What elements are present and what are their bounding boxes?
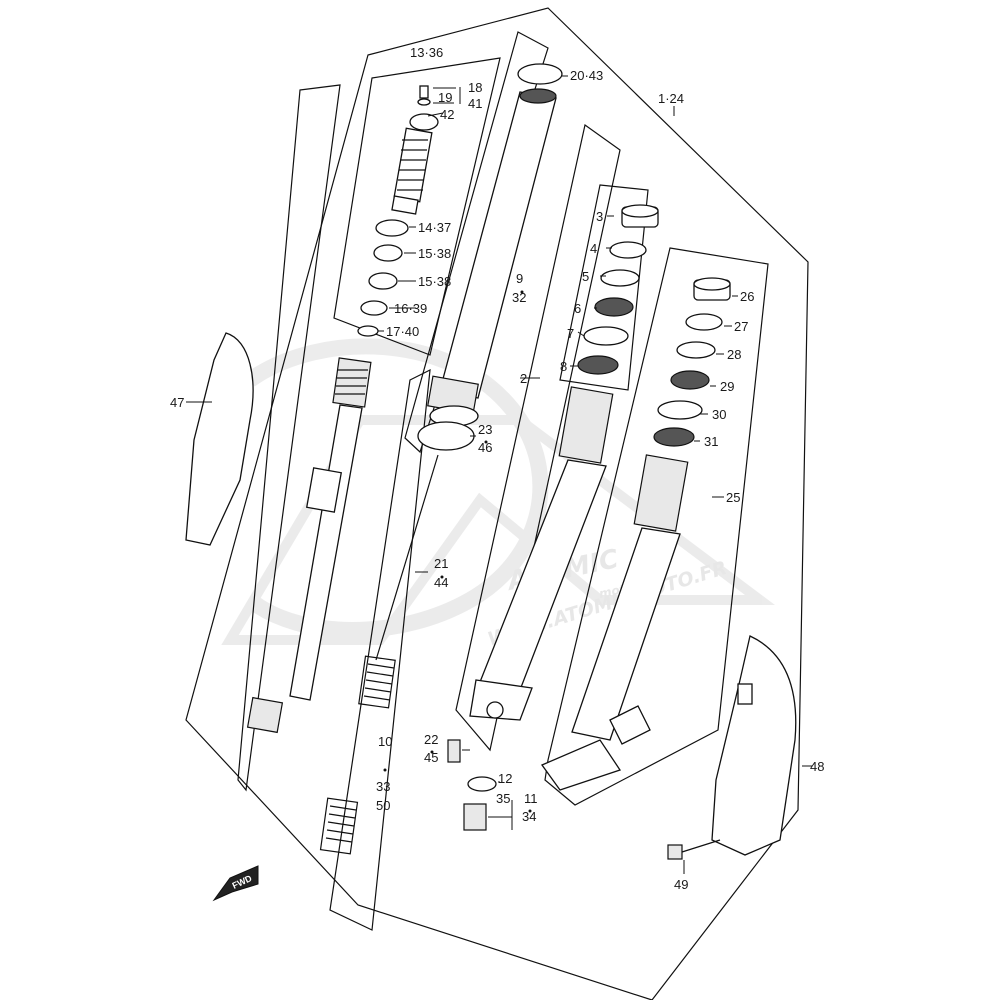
label-46: 46 <box>478 440 492 455</box>
inner-tube-outline <box>404 31 549 454</box>
fork-guard-part48 <box>711 635 797 856</box>
outer-tube-group-b-outline <box>544 247 769 806</box>
seal-set-b <box>653 277 731 447</box>
label-30: 30 <box>712 407 726 422</box>
label-7: 7 <box>567 326 574 341</box>
guard-clip <box>737 683 753 705</box>
label-28: 28 <box>727 347 741 362</box>
label-10: 10 <box>378 734 392 749</box>
label-21: 21 <box>434 556 448 571</box>
label-19: 19 <box>438 90 452 105</box>
label-42: 42 <box>440 107 454 122</box>
rod-column-outline <box>329 368 431 931</box>
assembly-outline <box>185 7 809 1000</box>
cap-assembly <box>357 85 439 337</box>
label-15-38b: 15·38 <box>418 274 451 289</box>
label-27: 27 <box>734 319 748 334</box>
fork-guard-part47 <box>185 332 254 546</box>
label-2: 2 <box>520 371 527 386</box>
label-8: 8 <box>560 359 567 374</box>
label-29: 29 <box>720 379 734 394</box>
fork-spring-upper <box>358 655 396 709</box>
outer-tube-part25 <box>540 454 689 791</box>
label-4: 4 <box>590 241 597 256</box>
label-25: 25 <box>726 490 740 505</box>
oring-part23 <box>417 421 475 451</box>
ring-part16 <box>360 300 388 316</box>
label-33: 33 <box>376 779 390 794</box>
bolt-part49 <box>667 844 683 860</box>
ring-part17 <box>357 325 379 337</box>
label-48: 48 <box>810 759 824 774</box>
label-45: 45 <box>424 750 438 765</box>
leader-lines <box>186 75 812 874</box>
label-47: 47 <box>170 395 184 410</box>
cap-base <box>391 195 419 215</box>
inner-tube-part9 <box>427 63 563 427</box>
washer-part12 <box>467 776 497 792</box>
part-labels: 13·36 18 19 41 42 14·37 15·38 15·38 16·3… <box>170 45 824 892</box>
label-31: 31 <box>704 434 718 449</box>
label-13-36: 13·36 <box>410 45 443 60</box>
label-12: 12 <box>498 771 512 786</box>
label-separators <box>383 290 532 813</box>
label-3: 3 <box>596 209 603 224</box>
dust-seal-part20 <box>517 63 563 85</box>
outer-tube-group-outline <box>455 123 621 752</box>
label-20-43: 20·43 <box>570 68 603 83</box>
label-23: 23 <box>478 422 492 437</box>
label-14-37: 14·37 <box>418 220 451 235</box>
label-34: 34 <box>522 809 536 824</box>
label-15-38a: 15·38 <box>418 246 451 261</box>
label-49: 49 <box>674 877 688 892</box>
label-6: 6 <box>574 301 581 316</box>
label-5: 5 <box>582 269 589 284</box>
label-18: 18 <box>468 80 482 95</box>
label-50: 50 <box>376 798 390 813</box>
seal-group-a-outline <box>559 184 649 391</box>
oring-part14 <box>375 219 409 237</box>
label-26: 26 <box>740 289 754 304</box>
drain-bolt-part11 <box>463 803 487 831</box>
bolt-part22 <box>447 739 461 763</box>
bush-part15a <box>373 244 403 262</box>
label-44: 44 <box>434 575 448 590</box>
fork-spring-lower <box>319 797 359 855</box>
label-32: 32 <box>512 290 526 305</box>
seal-set-a <box>577 204 659 375</box>
label-16-39: 16·39 <box>394 301 427 316</box>
label-1-24: 1·24 <box>658 91 684 106</box>
damper-cartridge <box>246 357 372 734</box>
label-9: 9 <box>516 271 523 286</box>
label-35: 35 <box>496 791 510 806</box>
fwd-arrow-icon: FWD <box>212 865 259 902</box>
cap-spring-stack <box>393 127 433 203</box>
outer-tube-part2 <box>469 386 614 721</box>
label-17-40: 17·40 <box>386 324 419 339</box>
cap-head <box>409 113 439 131</box>
washer-part19 <box>417 98 431 106</box>
cap-bolt-part18 <box>419 85 429 99</box>
label-22: 22 <box>424 732 438 747</box>
label-41: 41 <box>468 96 482 111</box>
damper-rod-part21 <box>375 454 439 661</box>
cap-group-outline <box>333 57 501 356</box>
label-11: 11 <box>524 791 538 806</box>
bush-part15b <box>368 272 398 290</box>
cartridge-panel-outline <box>237 84 341 792</box>
